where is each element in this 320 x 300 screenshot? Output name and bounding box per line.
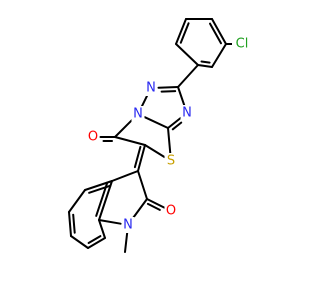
chlorine-atom-label: Cl [236,37,249,52]
single-bond [140,93,149,109]
single-bond [98,219,122,225]
double-bond [167,116,183,129]
double-bond [197,64,213,68]
double-bond-inner-line [88,184,112,194]
oxindole-oxygen-label: O [166,204,176,219]
single-bond [177,86,186,107]
double-bond-inner-line [179,22,190,44]
double-bond [68,211,72,237]
double-bond-inner-line [133,145,142,169]
single-bond [124,231,129,253]
single-bond [144,144,166,159]
single-bond [143,116,169,129]
single-bond [175,43,199,66]
double-bond-inner-line [160,90,177,93]
single-bond [137,170,148,200]
carbonyl-oxygen-label: O [88,130,98,145]
double-bond-inner-line [171,121,183,131]
single-bond [131,198,148,220]
bond-layer [68,18,236,253]
atom-label-background [164,203,178,219]
single-bond [68,189,86,213]
sulfur-atom-label: S [167,154,175,169]
atom-label-background [121,217,135,233]
oxindole-nitrogen-label: N [123,218,133,233]
double-bond-inner-line [146,202,161,211]
double-bond [146,198,166,209]
triazole-nitrogen-label: N [182,106,192,121]
double-bond [98,180,113,221]
triazole-nitrogen-label: N [146,81,156,96]
single-bond [167,127,172,155]
single-bond [211,43,227,68]
atom-label-background [232,36,252,52]
double-bond [137,144,146,172]
atom-label-background [180,105,194,121]
single-bond [114,136,146,146]
atom-label-background [164,153,178,169]
double-bond [211,18,227,45]
atom-label-background [144,80,158,96]
double-bond-inner-line [209,22,222,45]
single-bond [114,118,134,138]
single-bond [98,219,106,239]
double-bond [84,180,113,191]
double-bond [175,18,187,45]
double-bond [87,237,106,249]
double-bond-inner-line [87,235,102,244]
double-bond [157,86,179,89]
double-bond-inner-line [200,60,211,64]
single-bond [177,64,199,88]
atom-label-background [131,106,145,122]
bridgehead-nitrogen-label: N [133,107,143,122]
single-bond [111,170,139,182]
single-bond [70,235,89,249]
atom-label-background [86,129,100,145]
double-bond-inner-line [72,213,76,234]
